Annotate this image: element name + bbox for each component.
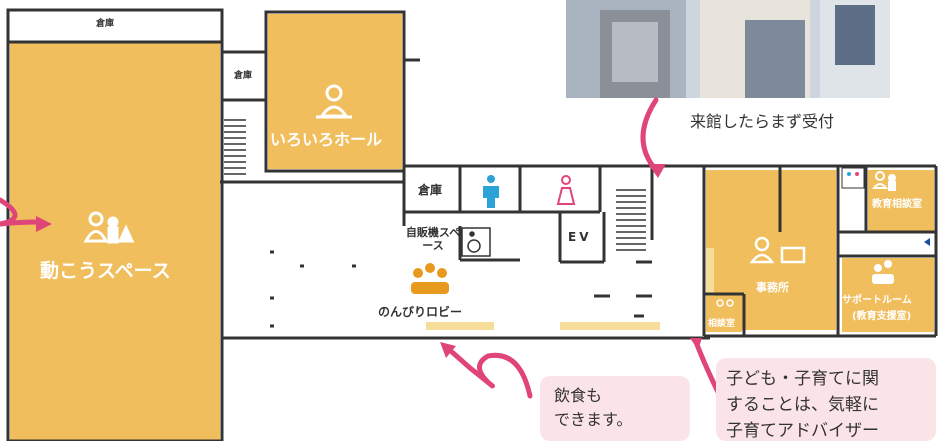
person-desk-icon	[749, 236, 806, 264]
arrow-head	[36, 164, 702, 358]
people-group-icon	[411, 263, 449, 294]
people-group-icon	[871, 171, 896, 191]
advice-bubble-line: 子ども・子育てに関	[726, 369, 879, 389]
room-fills	[10, 14, 934, 441]
food-bubble-line: 飲食も	[554, 386, 603, 405]
lobby-pillars	[270, 250, 652, 328]
office-label: 事務所	[756, 281, 789, 294]
advice-bubble-line: することは、気軽に	[726, 395, 879, 415]
food-bubble-line: できます。	[554, 410, 633, 429]
ev-label: EV	[568, 230, 592, 244]
advice-bubble-line: 子育てアドバイザー	[726, 421, 879, 441]
walls	[6, 8, 938, 441]
stairs-left	[224, 119, 246, 175]
reception-caption: 来館したらまず受付	[690, 112, 835, 131]
storage-top-label: 倉庫	[96, 19, 115, 29]
person-desk-icon	[316, 84, 352, 119]
restroom-female-icon	[556, 175, 576, 205]
advice-bubble: 子ども・子育てに関 することは、気軽に 子育てアドバイザー	[716, 358, 936, 441]
restroom-icon	[841, 167, 865, 189]
support-room-label: サポートルーム	[842, 295, 912, 306]
ugokou-space-label: 動こうスペース	[40, 260, 171, 282]
storage-small-label: 倉庫	[234, 71, 253, 81]
people-group-icon	[872, 260, 894, 284]
vending-space-label: 自販機スペース	[405, 226, 461, 252]
stairs-right	[616, 189, 646, 251]
food-bubble: 飲食も できます。	[540, 376, 690, 441]
iroiro-hall-label: いろいろホール	[270, 130, 383, 149]
people-group-icon	[716, 299, 734, 307]
storage-mid-label: 倉庫	[418, 183, 443, 197]
arrow-icon	[924, 238, 930, 246]
nonbiri-lobby-label: のんびりロビー	[378, 305, 463, 319]
consult-room-label: 相談室	[708, 319, 736, 329]
wheelchair-icon	[461, 227, 491, 257]
reception-photo	[566, 0, 890, 98]
edu-consult-label: 教育相談室	[872, 199, 922, 210]
people-group-icon	[83, 211, 135, 244]
restroom-male-icon	[483, 175, 499, 208]
support-room-sub-label: (教育支援室)	[852, 311, 912, 322]
